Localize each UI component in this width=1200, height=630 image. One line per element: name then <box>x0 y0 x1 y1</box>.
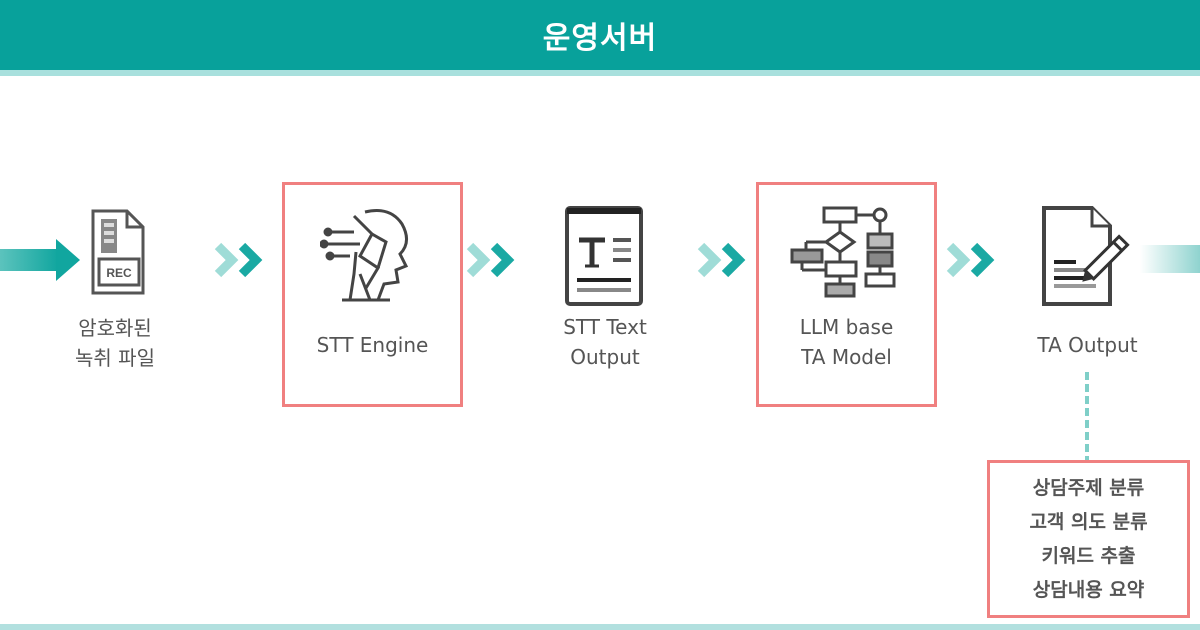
double-chevron-icon <box>214 242 263 278</box>
node-label: LLM base TA Model <box>799 315 894 369</box>
node-label: STT Engine <box>316 333 429 357</box>
double-chevron-icon <box>466 242 515 278</box>
double-chevron-icon <box>946 242 995 278</box>
result-item-topic-classification: 상담주제 분류 <box>1032 477 1145 499</box>
node-stt-engine: STT Engine <box>282 182 463 407</box>
flowchart-icon <box>790 206 896 298</box>
node-stt-text-output: STT Text Output <box>530 202 680 382</box>
node-label: 암호화된 녹취 파일 <box>75 316 155 370</box>
arrow-right-icon <box>0 239 80 281</box>
ta-result-box: 상담주제 분류 고객 의도 분류 키워드 추출 상담내용 요약 <box>987 460 1190 618</box>
header-underline <box>0 70 1200 76</box>
bottom-border-line <box>0 624 1200 630</box>
stt-engine-highlight-box <box>282 182 463 407</box>
double-chevron-icon <box>697 242 746 278</box>
node-encrypted-file: REC 암호화된 녹취 파일 <box>50 205 180 385</box>
output-gradient-bar <box>1140 245 1200 273</box>
result-item-keyword-extraction: 키워드 추출 <box>1041 545 1136 567</box>
server-header: 운영서버 <box>0 0 1200 70</box>
document-edit-icon <box>1042 206 1130 306</box>
node-llm-ta-model: LLM base TA Model <box>756 182 937 407</box>
result-item-intent-classification: 고객 의도 분류 <box>1029 511 1148 533</box>
result-item-summary: 상담내용 요약 <box>1032 579 1145 601</box>
ai-head-icon <box>320 209 409 302</box>
header-title: 운영서버 <box>542 21 658 56</box>
node-ta-output: TA Output <box>1010 202 1165 372</box>
node-label: TA Output <box>1037 333 1138 357</box>
node-label: STT Text Output <box>563 315 647 369</box>
dashed-connector <box>1085 372 1089 460</box>
svg-text:REC: REC <box>106 266 132 280</box>
text-document-icon <box>565 206 643 306</box>
rec-file-icon: REC <box>91 209 145 295</box>
llm-model-highlight-box <box>756 182 937 407</box>
